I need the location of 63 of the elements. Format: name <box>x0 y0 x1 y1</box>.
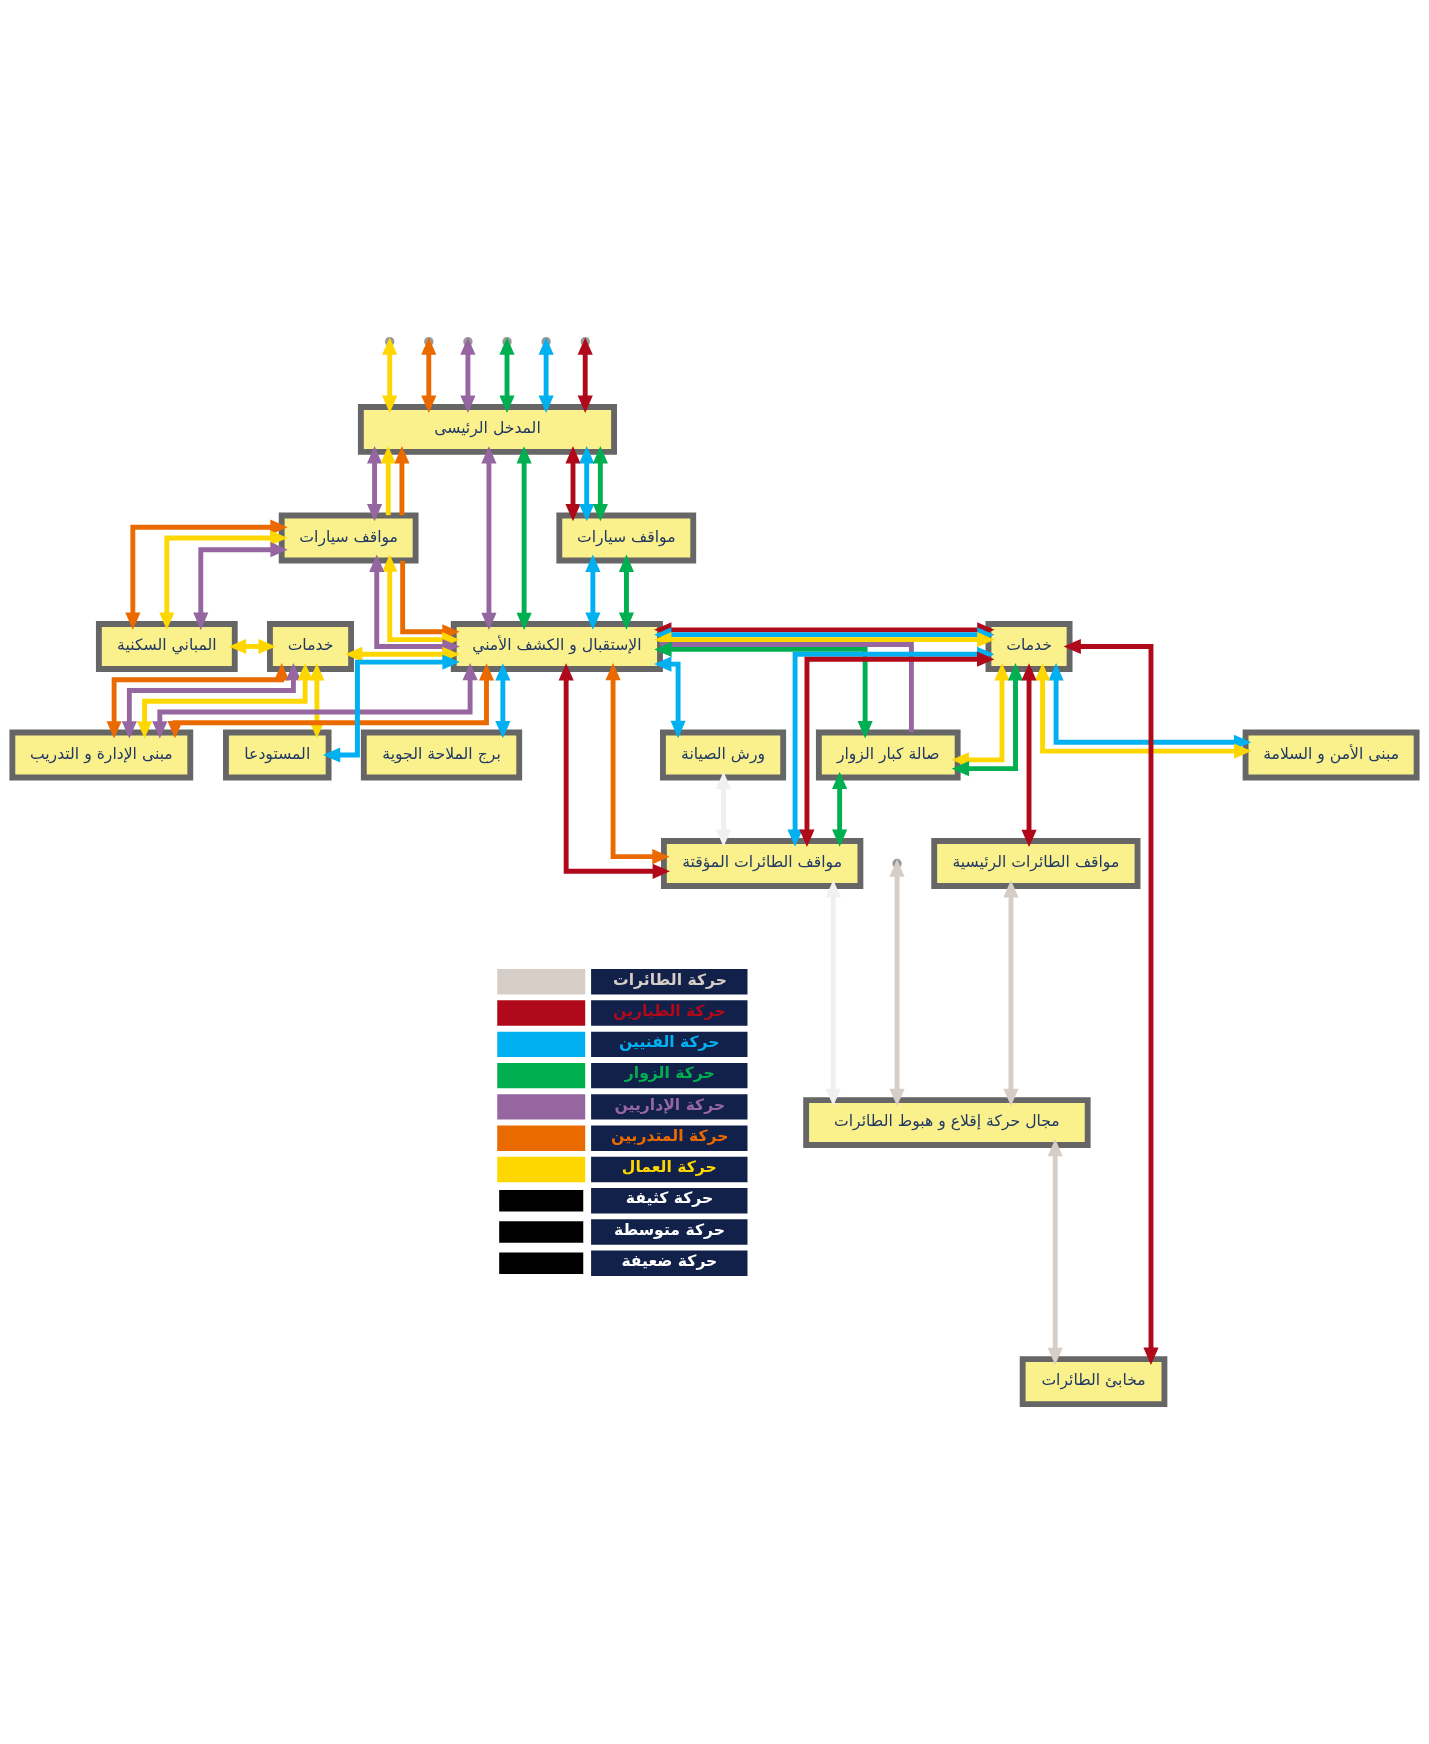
arrow <box>125 519 288 630</box>
arrow <box>951 663 1024 777</box>
arrow <box>618 554 634 630</box>
arrow <box>715 771 732 847</box>
arrow <box>366 446 383 522</box>
arrow <box>538 337 554 413</box>
node-box: خدمات <box>985 621 1073 672</box>
node-box: مواقف الطائرات الرئيسية <box>931 838 1141 889</box>
arrow <box>1034 663 1252 759</box>
arrow <box>1021 663 1037 848</box>
arrow <box>460 337 476 413</box>
arrow <box>1047 1138 1063 1366</box>
arrow <box>654 641 873 739</box>
arrow <box>825 879 841 1106</box>
arrow <box>380 446 396 516</box>
arrow <box>654 632 995 648</box>
arrow <box>322 654 460 763</box>
arrow <box>159 530 288 630</box>
arrow <box>565 446 581 522</box>
node-box: مجال حركة إقلاع و هبوط الطائرات <box>803 1097 1091 1148</box>
node-box: المباني السكنية <box>95 621 238 672</box>
arrow <box>228 638 276 655</box>
legend-label: حركة الطائرات <box>613 969 728 989</box>
arrow <box>1048 663 1252 750</box>
legend-label: حركة الفنيين <box>618 1032 720 1052</box>
arrow <box>585 554 601 630</box>
arrow <box>1003 880 1019 1107</box>
arrow <box>654 656 686 739</box>
arrow <box>193 542 288 630</box>
node-box: مواقف الطائرات المؤقتة <box>660 838 864 889</box>
arrow <box>558 663 670 879</box>
legend-label: حركة الطيارين <box>613 1000 726 1020</box>
node-box: مواقف سيارات <box>278 512 419 564</box>
arrow <box>345 646 460 662</box>
legend-label: حركة الإداريين <box>614 1094 726 1114</box>
node-box: الإستقبال و الكشف الأمني <box>450 621 663 672</box>
legend-label: حركة العمال <box>621 1157 717 1177</box>
arrow <box>495 663 511 739</box>
node-box: ورش الصيانة <box>660 729 787 781</box>
arrow <box>832 771 848 847</box>
arrow <box>394 446 410 516</box>
node-box: صالة كبار الزوار <box>815 729 961 781</box>
arrow <box>499 337 515 413</box>
legend-label: حركة الزوار <box>624 1063 715 1083</box>
node-box: مبنى الأمن و السلامة <box>1242 729 1420 781</box>
arrow <box>579 446 595 522</box>
legend-label: حركة كثيفة <box>625 1188 714 1208</box>
arrow <box>605 662 670 865</box>
node-box: خدمات <box>267 621 355 672</box>
arrow <box>1063 638 1159 1365</box>
node-box: مبنى الإدارة و التدريب <box>9 729 194 781</box>
legend-label: حركة المتدربين <box>611 1125 729 1145</box>
legend-label: حركة ضعيفة <box>621 1251 718 1271</box>
arrow <box>592 446 608 522</box>
arrow <box>481 446 497 631</box>
node-box: مخابئ الطائرات <box>1019 1356 1168 1408</box>
node-box: المستودعا <box>223 729 332 781</box>
arrow <box>516 446 532 631</box>
connector <box>660 642 914 733</box>
node-box: برج الملاحة الجوية <box>360 729 523 781</box>
legend-label: حركة متوسطة <box>614 1219 725 1239</box>
node-box: المدخل الرئيسى <box>357 404 617 455</box>
node-box: مواقف سيارات <box>556 512 697 564</box>
